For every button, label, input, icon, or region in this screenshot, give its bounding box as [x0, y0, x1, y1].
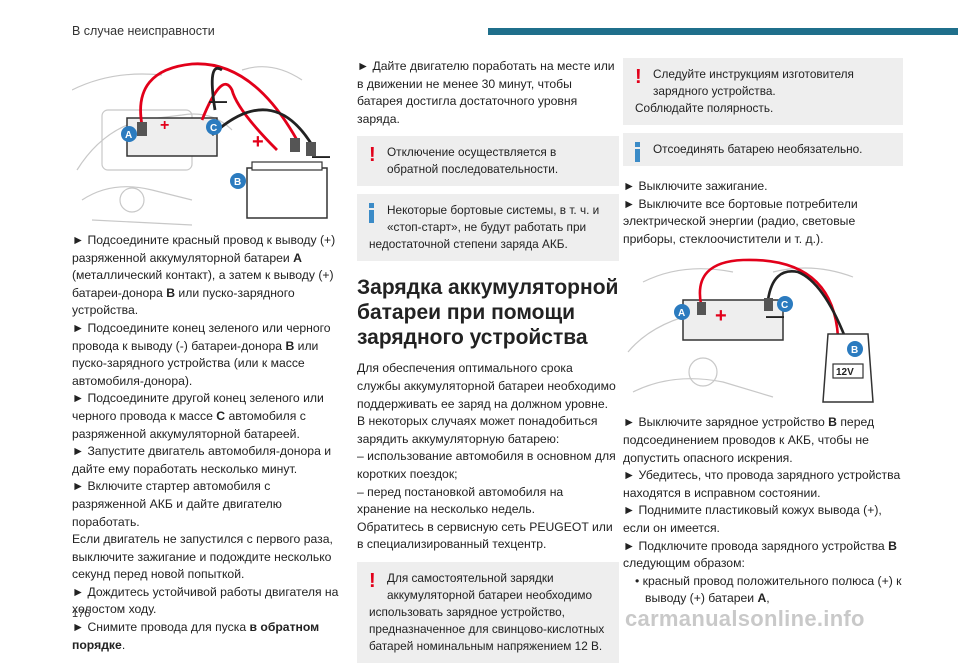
- paragraph: ► Подсоедините другой конец зеленого или…: [72, 391, 324, 441]
- page-header-title: В случае неисправности: [72, 24, 215, 38]
- badge-b: B: [851, 345, 858, 356]
- warning-icon: !: [635, 66, 642, 88]
- paragraph: ► Подсоедините конец зеленого или черног…: [72, 320, 331, 388]
- info-icon: [369, 203, 375, 224]
- plus-sign-red: +: [715, 305, 727, 327]
- paragraph: В некоторых случаях может понадобиться з…: [357, 414, 598, 446]
- paragraph: ► Снимите провода для пуска в обратном п…: [72, 620, 320, 652]
- column-2: ► Дайте двигателю поработать на месте ил…: [357, 58, 619, 671]
- paragraph: ► Подключите провода зарядного устройств…: [623, 538, 897, 571]
- watermark-text: carmanualsonline.info: [625, 606, 865, 631]
- paragraph: ► Дождитесь устойчивой работы двигателя …: [72, 584, 339, 617]
- warning-icon: !: [369, 144, 376, 167]
- badge-a: A: [125, 130, 132, 141]
- paragraph: ► Запустите двигатель автомобиля-донора …: [72, 444, 332, 476]
- paragraph: Если двигатель не запустился с первого р…: [72, 532, 333, 582]
- paragraph: – использование автомобиля в основном дл…: [357, 449, 616, 481]
- badge-c: C: [781, 300, 788, 311]
- warning-note: ! Для самостоятельной зарядки аккумулято…: [357, 561, 619, 663]
- badge-b: B: [234, 177, 241, 188]
- warning-note: ! Отключение осуществляется в обратной п…: [357, 136, 619, 187]
- paragraph: ► Выключите все бортовые потребители эле…: [623, 196, 858, 246]
- paragraph: Для обеспечения оптимального срока служб…: [357, 361, 616, 411]
- badge-a: A: [678, 308, 685, 319]
- column-3: ! Следуйте инструкциям изготовителя заря…: [623, 58, 903, 608]
- minus-sign-label: —: [766, 306, 784, 326]
- paragraph: – перед постановкой автомобиля на хранен…: [357, 484, 564, 517]
- paragraph: ► Включите стартер автомобиля с разряжен…: [72, 479, 282, 529]
- warning-icon: !: [369, 569, 376, 592]
- paragraph: ► Выключите зажигание.: [623, 179, 768, 193]
- paragraph: ► Выключите зарядное устройство B перед …: [623, 415, 875, 465]
- header-accent-bar: [488, 28, 958, 35]
- plus-sign-red-small: +: [160, 117, 169, 134]
- info-icon: [635, 142, 641, 162]
- column-1: ► Подсоедините красный провод к выводу (…: [72, 232, 340, 654]
- paragraph: ► Убедитесь, что провода зарядного устро…: [623, 468, 901, 500]
- section-heading: Зарядка аккумуляторной батареи при помощ…: [357, 276, 619, 350]
- paragraph: Обратитесь в сервисную сеть PEUGEOT или …: [357, 519, 613, 552]
- info-note: Отсоединять батарею необязательно.: [623, 133, 903, 166]
- minus-sign-label: —: [209, 91, 227, 111]
- voltage-label: 12V: [836, 367, 854, 378]
- plus-sign-red: +: [252, 131, 264, 153]
- minus-sign-label-2: —: [312, 146, 330, 166]
- page-number: 176: [72, 608, 91, 620]
- paragraph: ► Подсоедините красный провод к выводу (…: [72, 233, 336, 318]
- warning-note: ! Следуйте инструкциям изготовителя заря…: [623, 58, 903, 125]
- charger-illustration: 12V + — A C B: [627, 259, 874, 404]
- sub-bullet: • красный провод положительного полюса (…: [635, 573, 902, 606]
- paragraph: ► Дайте двигателю поработать на месте ил…: [357, 59, 615, 126]
- paragraph: ► Поднимите пластиковый кожух вывода (+)…: [623, 503, 882, 535]
- jump-start-illustration: — + + — A C B: [72, 62, 330, 226]
- info-note: Некоторые бортовые системы, в т. ч. и «с…: [357, 194, 619, 262]
- badge-c: C: [210, 123, 217, 134]
